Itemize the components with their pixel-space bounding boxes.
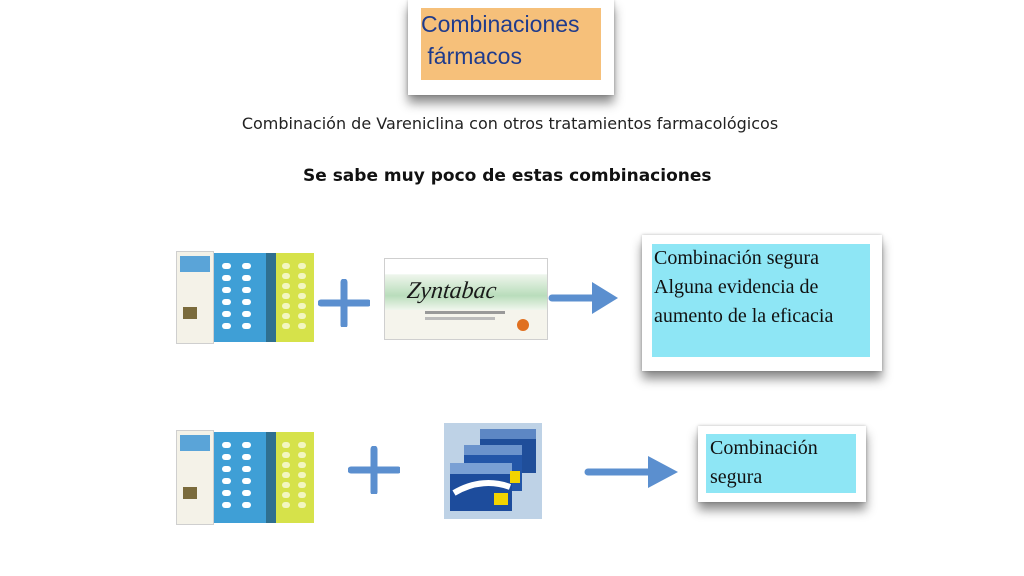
result-1-line-3: aumento de la eficacia — [654, 305, 834, 327]
champix-pack-image-row1 — [176, 251, 316, 344]
zyntabac-box-image: Zyntabac — [384, 258, 548, 340]
nicotinell-boxes-image — [444, 423, 542, 519]
title-line-2: fármacos — [421, 43, 522, 69]
result-text-2: Combinación segura — [710, 434, 818, 492]
title-background — [421, 8, 601, 80]
result-box-1 — [652, 244, 870, 357]
plus-icon — [348, 446, 400, 494]
result-text-1: Combinación segura Alguna evidencia de a… — [654, 244, 833, 331]
title-line-1: Combinaciones — [421, 11, 580, 37]
result-1-line-1: Combinación segura — [654, 247, 819, 269]
result-box-2 — [706, 434, 856, 493]
headline: Se sabe muy poco de estas combinaciones — [303, 166, 712, 186]
plus-icon — [318, 279, 370, 327]
zyntabac-logo: Zyntabac — [405, 278, 498, 304]
result-2-line-2: segura — [710, 466, 763, 488]
champix-pack-image-row2 — [176, 430, 316, 525]
arrow-right-icon — [548, 282, 618, 314]
subtitle: Combinación de Vareniclina con otros tra… — [241, 114, 779, 133]
result-1-line-2: Alguna evidencia de — [654, 276, 819, 298]
page-title: Combinaciones fármacos — [421, 8, 580, 72]
arrow-right-icon — [584, 456, 678, 488]
result-2-line-1: Combinación — [710, 437, 818, 459]
